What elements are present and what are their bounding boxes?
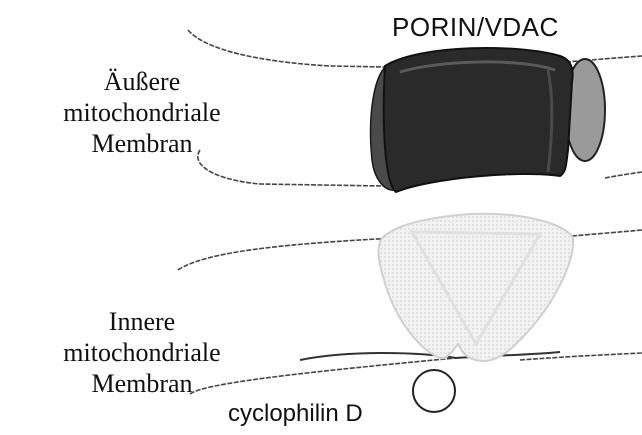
- outer-membrane-top-line-right: [566, 56, 642, 62]
- porin-vdac-label: PORIN/VDAC: [392, 12, 559, 43]
- inner-membrane-label-line1: Innere: [42, 306, 242, 337]
- inner-membrane-label-line3: Membran: [42, 368, 242, 399]
- outer-membrane-label-line3: Membran: [42, 128, 242, 159]
- inner-membrane-label-line2: mitochondriale: [42, 337, 242, 368]
- outer-membrane-label-line2: mitochondriale: [42, 97, 242, 128]
- inner-membrane-label: Innere mitochondriale Membran: [42, 306, 242, 399]
- inner-membrane-top-line: [178, 238, 395, 270]
- cyclophilin-d-circle: [413, 370, 455, 412]
- inner-membrane-top-line-right: [572, 230, 642, 236]
- outer-membrane-top-line: [188, 30, 384, 67]
- outer-membrane-label-line1: Äußere: [42, 66, 242, 97]
- cyclophilin-d-label: cyclophilin D: [228, 400, 363, 428]
- outer-membrane-label: Äußere mitochondriale Membran: [42, 66, 242, 159]
- outer-membrane-bottom-line-right: [605, 172, 642, 178]
